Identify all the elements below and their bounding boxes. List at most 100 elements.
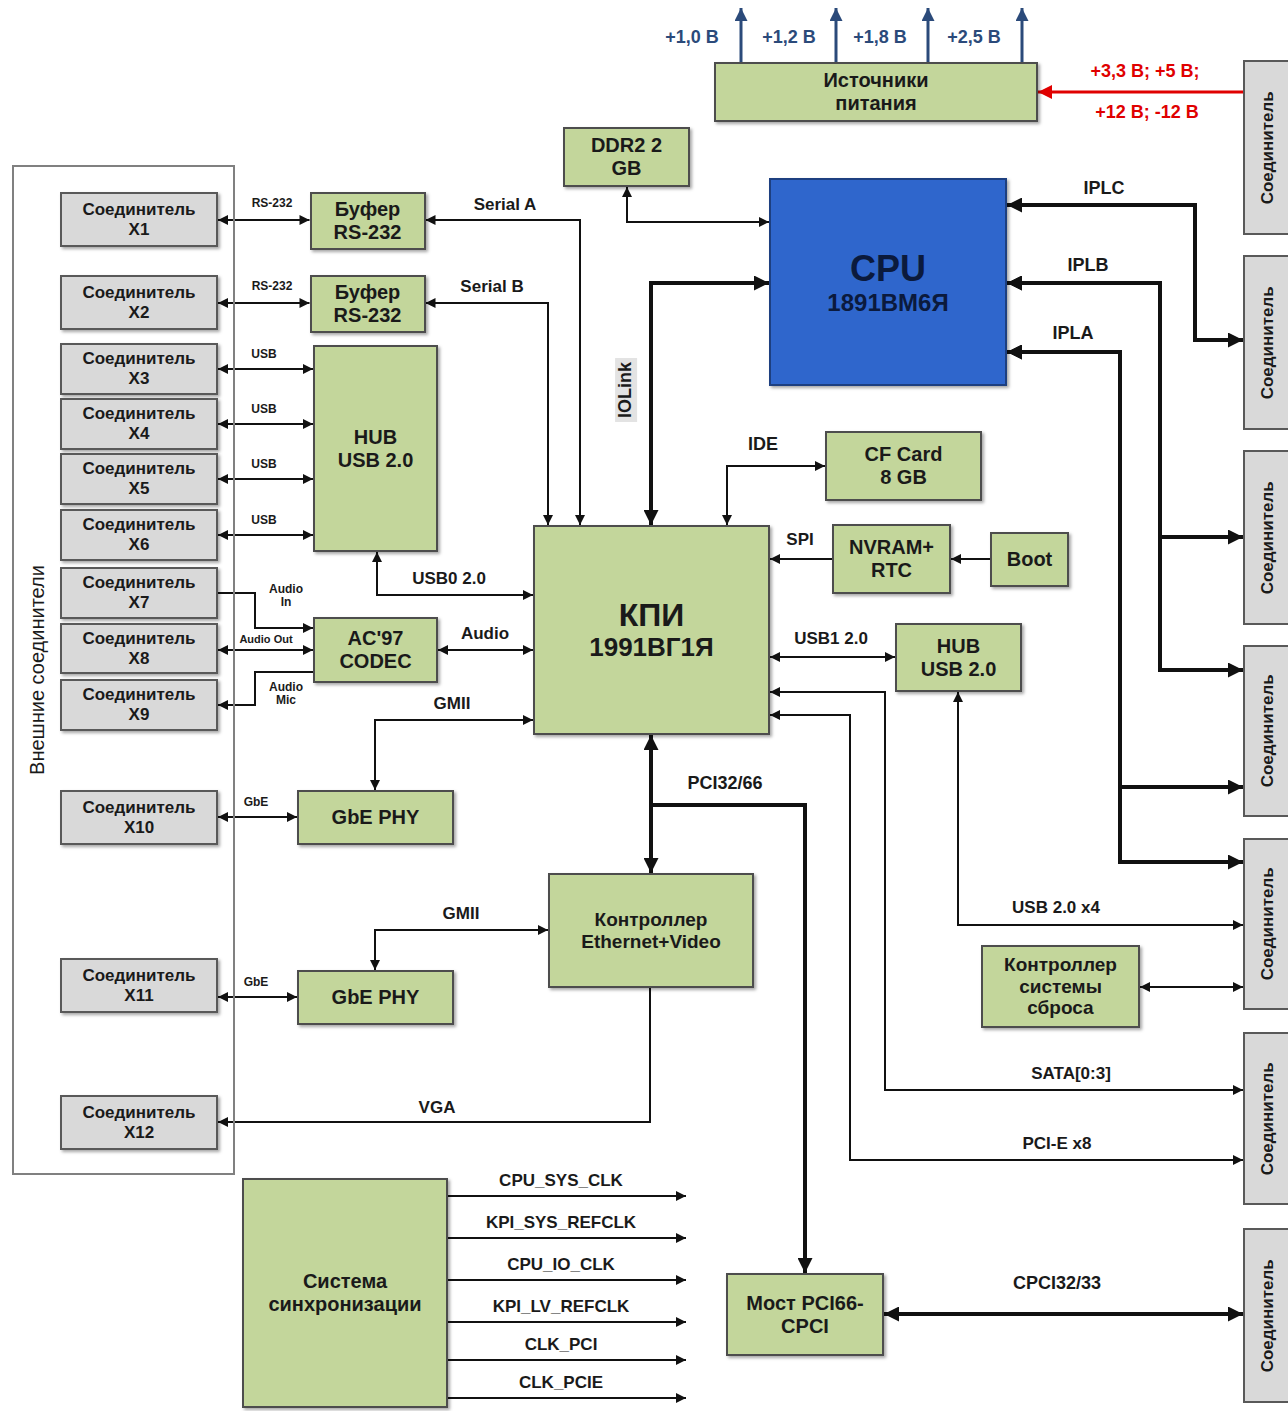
connector-line	[1007, 352, 1243, 862]
connector-box: Соединитель X11	[60, 958, 218, 1013]
block-box: Источники питания	[714, 62, 1038, 122]
connector-line	[1038, 91, 1243, 94]
block-text: AC'97 CODEC	[331, 627, 421, 673]
connector-line	[727, 466, 825, 525]
block-text: Соединитель	[1258, 286, 1278, 399]
block-text: Система синхронизации	[250, 1270, 440, 1316]
backplane-connector-box: Соединитель	[1243, 645, 1288, 817]
clock-signal-label: KPI_SYS_REFCLK	[486, 1214, 636, 1233]
signal-label: SPI	[784, 531, 815, 550]
voltage-label: +1,0 В	[665, 28, 719, 48]
clock-arrow	[448, 1321, 686, 1323]
block-box: HUB USB 2.0	[313, 345, 438, 552]
block-box: Контроллер Ethernet+Video	[548, 873, 754, 988]
block-text: Соединитель X6	[77, 515, 202, 554]
clock-signal-label: CLK_PCI	[525, 1336, 598, 1355]
block-box: DDR2 2 GB	[563, 127, 690, 187]
block-text: Соединитель X5	[77, 459, 202, 498]
connector-line	[426, 303, 549, 525]
connector-box: Соединитель X4	[60, 398, 218, 449]
block-text: Соединитель	[1258, 1062, 1278, 1175]
signal-label: VGA	[417, 1099, 458, 1118]
signal-label: USB	[249, 458, 278, 471]
block-text: Соединитель	[1258, 867, 1278, 980]
signal-label: USB1 2.0	[792, 630, 870, 649]
block-text: HUB USB 2.0	[918, 635, 1000, 681]
signal-label: CPCI32/33	[1011, 1274, 1103, 1294]
clock-outputs	[448, 1196, 686, 1398]
voltage-label: +3,3 В; +5 В;	[1090, 62, 1199, 82]
block-text: DDR2 2 GB	[587, 134, 667, 180]
connector-line	[218, 478, 313, 480]
signal-label: USB 2.0 x4	[1010, 899, 1102, 918]
connector-line	[958, 692, 1243, 925]
block-text: CPU	[850, 248, 926, 289]
voltage-label: +2,5 В	[947, 28, 1001, 48]
connector-line	[651, 735, 805, 1273]
backplane-connector-box: Соединитель	[1243, 255, 1288, 430]
block-text: Буфер RS-232	[318, 198, 418, 244]
signal-label: USB0 2.0	[410, 570, 488, 589]
power-outputs	[741, 8, 1022, 62]
block-text: Соединитель X4	[77, 404, 202, 443]
voltage-label: +12 В; -12 В	[1095, 103, 1199, 123]
connector-line	[438, 649, 533, 651]
connector-line	[218, 649, 313, 651]
voltage-label: +1,8 В	[853, 28, 907, 48]
clock-arrow	[448, 1279, 686, 1281]
signal-label: GMII	[441, 905, 482, 924]
connector-line	[218, 996, 297, 998]
connector-box: Соединитель X10	[60, 790, 218, 845]
signal-label: USB	[249, 348, 278, 361]
signal-label: GbE	[242, 976, 271, 989]
connector-line	[218, 302, 310, 304]
connector-line	[1007, 205, 1243, 340]
signal-label: IPLC	[1081, 179, 1126, 199]
block-text: Соединитель X8	[77, 629, 202, 668]
connector-line	[218, 534, 313, 536]
signal-label: IPLA	[1050, 324, 1095, 344]
block-box: Мост PCI66-CPCI	[726, 1273, 884, 1356]
connector-line	[770, 715, 1243, 1160]
block-text: Соединитель X11	[77, 966, 202, 1005]
connector-box: Соединитель X5	[60, 453, 218, 504]
clock-arrow	[448, 1237, 686, 1239]
signal-label: Audio	[459, 625, 511, 644]
signal-label: GbE	[242, 796, 271, 809]
block-text: Соединитель X12	[77, 1103, 202, 1142]
clock-signal-label: KPI_LV_REFCLK	[493, 1298, 630, 1317]
block-text: Соединитель	[1258, 481, 1278, 594]
signal-label: PCI-E x8	[1021, 1135, 1094, 1154]
block-box: HUB USB 2.0	[895, 623, 1022, 692]
connector-box: Соединитель X2	[60, 275, 218, 330]
connector-line	[951, 558, 990, 560]
block-box: Буфер RS-232	[310, 192, 426, 250]
connector-line	[218, 423, 313, 425]
signal-label: IPLB	[1065, 256, 1110, 276]
backplane-connector-box: Соединитель	[1243, 450, 1288, 625]
power-arrow	[740, 8, 743, 62]
connector-line	[375, 930, 548, 970]
connector-box: Соединитель X7	[60, 567, 218, 618]
block-box: NVRAM+ RTC	[832, 524, 951, 594]
clock-signal-label: CLK_PCIE	[519, 1374, 603, 1393]
clock-arrow	[448, 1195, 686, 1197]
signal-label: USB	[249, 514, 278, 527]
signal-label: Audio Mic	[266, 681, 306, 707]
signal-label: PCI32/66	[685, 774, 764, 794]
block-text: Буфер RS-232	[318, 281, 418, 327]
connector-line	[770, 558, 832, 560]
block-text: GbE PHY	[332, 806, 420, 829]
block-text: 1891ВМ6Я	[827, 289, 948, 317]
power-arrow	[835, 8, 838, 62]
backplane-connector-box: Соединитель	[1243, 60, 1288, 235]
clock-arrow	[448, 1397, 686, 1399]
connector-line	[1007, 352, 1243, 787]
connector-line	[375, 720, 533, 790]
block-text: NVRAM+ RTC	[842, 536, 942, 582]
block-text: Контроллер Ethernet+Video	[556, 909, 746, 953]
block-box: КПИ1991ВГ1Я	[533, 525, 770, 735]
block-box: Boot	[990, 532, 1069, 587]
connector-line	[1140, 986, 1243, 988]
